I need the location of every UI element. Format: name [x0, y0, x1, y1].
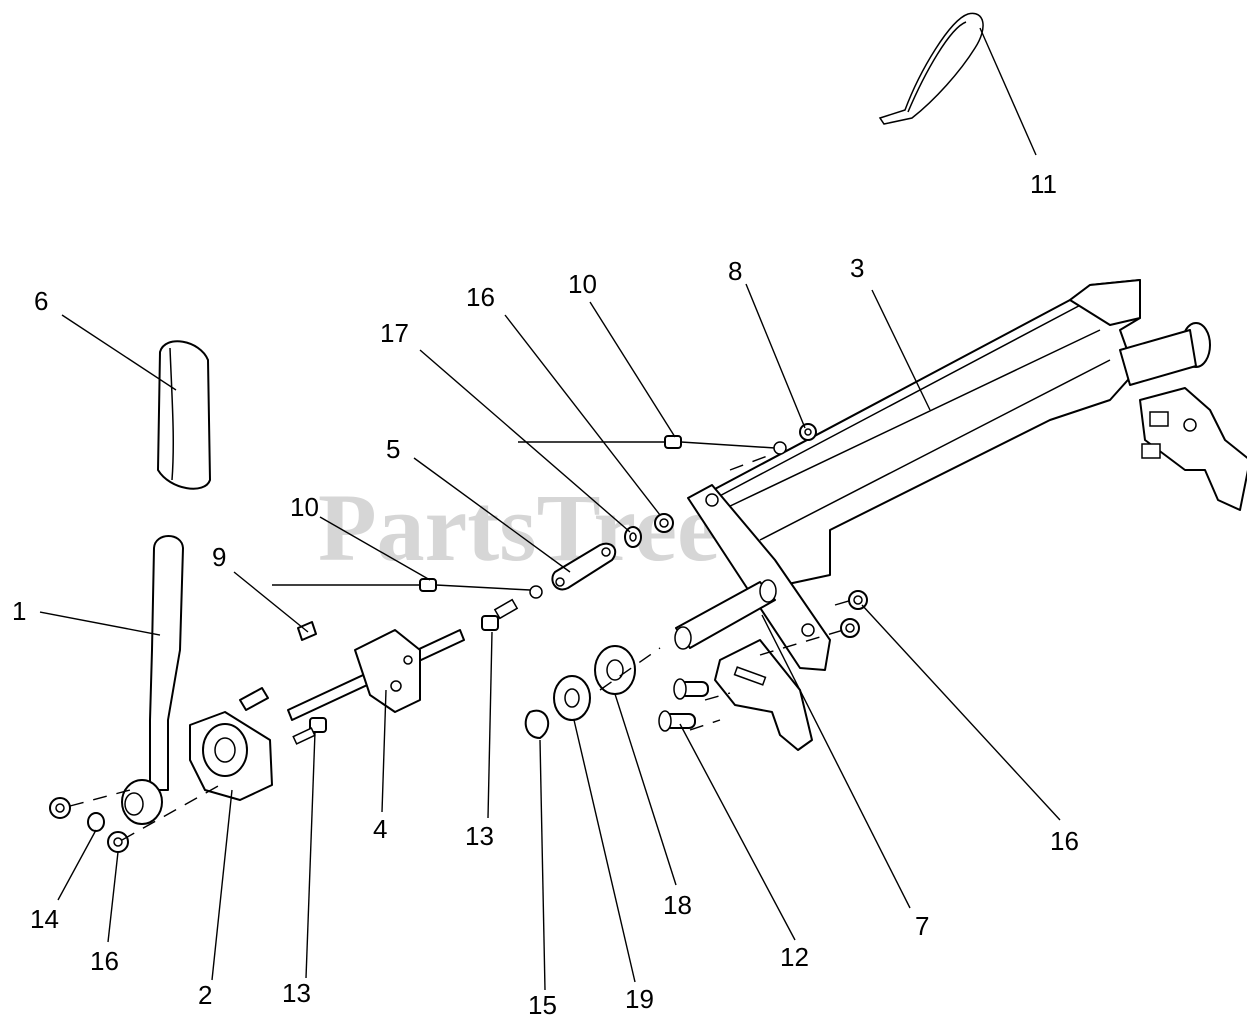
part-10-cable-upper — [518, 435, 787, 455]
part-5-link — [551, 542, 617, 591]
part-8-nut — [799, 423, 817, 441]
part-15-clip — [524, 709, 550, 739]
callout-6: 6 — [34, 286, 48, 316]
part-10-cable-lower — [272, 578, 543, 599]
part-16-nuts-right — [840, 590, 868, 638]
callout-13a: 13 — [465, 821, 494, 851]
callout-13b: 13 — [282, 978, 311, 1008]
part-12-pins — [658, 678, 709, 732]
callout-10a: 10 — [568, 269, 597, 299]
callout-9: 9 — [212, 542, 226, 572]
callout-7: 7 — [915, 911, 929, 941]
callout-2: 2 — [198, 980, 212, 1010]
callout-labels: 1 2 3 4 5 6 7 8 9 10 10 11 12 13 13 14 1… — [12, 169, 1079, 1020]
callout-15: 15 — [528, 990, 557, 1020]
part-6-pedal-pad — [157, 340, 211, 490]
part-7-bracket — [687, 484, 831, 751]
callout-1: 1 — [12, 596, 26, 626]
part-1-pedal-arm — [121, 535, 184, 825]
callout-11: 11 — [1030, 169, 1057, 199]
callout-4: 4 — [373, 814, 387, 844]
callout-12: 12 — [780, 942, 809, 972]
part-4-shaft — [287, 629, 465, 721]
callout-19: 19 — [625, 984, 654, 1014]
callout-16b: 16 — [1050, 826, 1079, 856]
part-2-hub — [189, 687, 273, 801]
right-bracket-assembly — [1119, 322, 1247, 511]
sleeve-tube — [674, 579, 777, 650]
callout-3: 3 — [850, 253, 864, 283]
part-16-nut-center — [654, 513, 674, 533]
callout-5: 5 — [386, 434, 400, 464]
part-16-nut-left-top — [49, 797, 71, 819]
part-13-bolt-center — [481, 598, 519, 631]
callout-16c: 16 — [90, 946, 119, 976]
leader-lines — [39, 27, 1061, 991]
part-16-nut-left-bottom — [107, 831, 129, 853]
callout-16a: 16 — [466, 282, 495, 312]
part-3-frame — [697, 279, 1141, 591]
assembly-lines — [69, 454, 853, 841]
part-19-washer — [553, 675, 591, 721]
part-14-clip — [87, 812, 105, 832]
callout-17: 17 — [380, 318, 409, 348]
callout-14: 14 — [30, 904, 59, 934]
part-11-cable-tie — [878, 12, 984, 125]
part-13-bolt-lower — [292, 717, 327, 745]
callout-8: 8 — [728, 256, 742, 286]
watermark: PartsTree — [318, 474, 720, 581]
callout-18: 18 — [663, 890, 692, 920]
callout-10b: 10 — [290, 492, 319, 522]
